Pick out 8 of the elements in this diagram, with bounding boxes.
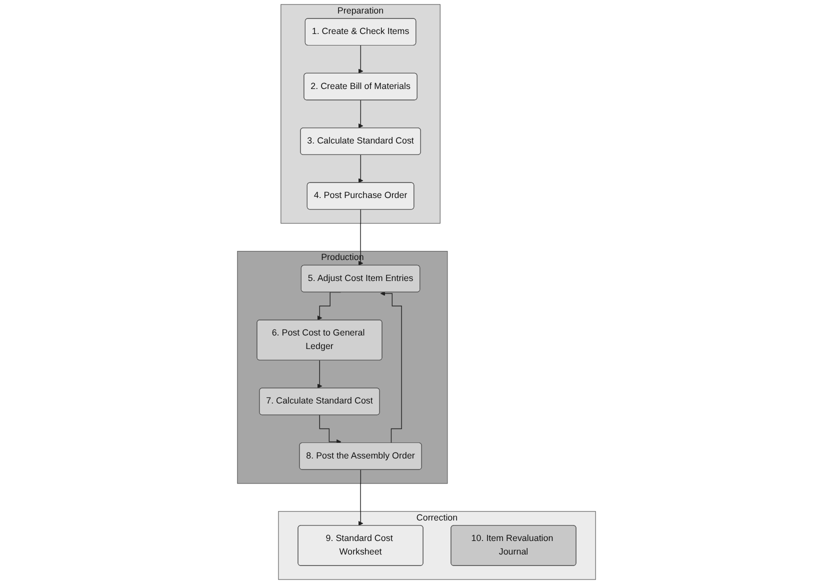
arrow — [380, 291, 402, 444]
arrow — [358, 154, 364, 184]
arrow — [358, 209, 364, 266]
arrow — [358, 45, 364, 74]
arrow — [358, 100, 364, 128]
arrow — [317, 360, 322, 389]
arrow — [319, 414, 342, 444]
arrow — [358, 469, 364, 526]
